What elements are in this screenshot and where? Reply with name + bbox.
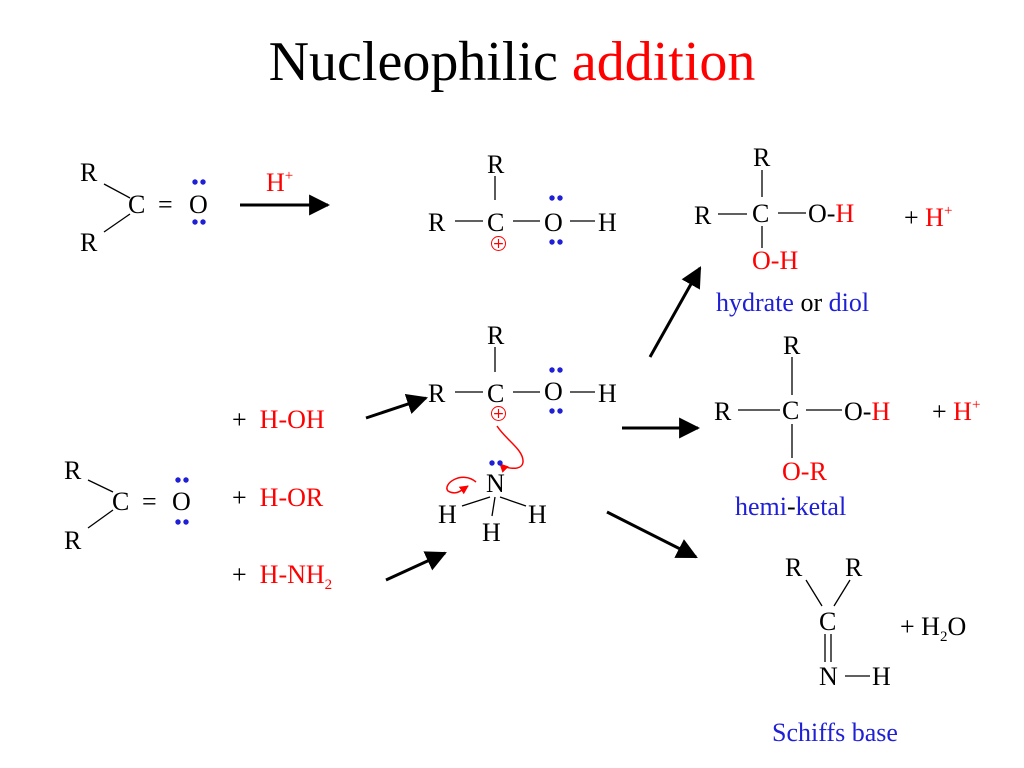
schiff-hydrogen: H bbox=[872, 662, 891, 691]
hydrate-proton: + H+ bbox=[904, 203, 953, 232]
cation2-carbon: C bbox=[487, 379, 505, 408]
ketone1-double-bond: = bbox=[158, 190, 173, 219]
hemiketal-proton: + H+ bbox=[932, 397, 981, 426]
ketone1-oxygen: O bbox=[189, 190, 208, 219]
hydrate-hydroxyl-right: O-H bbox=[808, 199, 855, 228]
ketone2-r-bottom: R bbox=[64, 526, 82, 555]
ammonia-h-bottom: H bbox=[482, 518, 501, 547]
cation1-r-left: R bbox=[428, 208, 446, 237]
schiff-nitrogen: N bbox=[819, 662, 838, 691]
cation1-hydrogen: H bbox=[598, 208, 617, 237]
cation2-r-top: R bbox=[487, 321, 505, 350]
ketone1-carbon: C bbox=[128, 190, 146, 219]
cation1-carbon: C bbox=[487, 208, 505, 237]
cation2-oxygen: O bbox=[544, 377, 563, 406]
acid-catalyst: H+ bbox=[266, 168, 294, 197]
ammonia-h-left: H bbox=[438, 500, 457, 529]
hemiketal-carbon: C bbox=[782, 396, 800, 425]
ammonia-nitrogen: N bbox=[486, 469, 505, 498]
cation2-r-left: R bbox=[428, 379, 446, 408]
cation1-oxygen: O bbox=[544, 208, 563, 237]
cation1-positive-charge: + bbox=[491, 236, 506, 252]
schiff-carbon: C bbox=[819, 607, 837, 636]
cation2-positive-charge: + bbox=[491, 406, 506, 422]
hemiketal-r-top: R bbox=[783, 331, 801, 360]
reagent-water: + H-OH bbox=[232, 405, 325, 434]
hemiketal-label: hemi-ketal bbox=[735, 492, 847, 521]
reagent-amine: + H-NH2 bbox=[232, 560, 333, 593]
schiff-label: Schiffs base bbox=[772, 718, 898, 747]
hydrate-carbon: C bbox=[752, 199, 770, 228]
hemiketal-r-left: R bbox=[714, 397, 732, 426]
hemiketal-alkoxy: O-R bbox=[782, 457, 827, 486]
cation1-r-top: R bbox=[487, 150, 505, 179]
ketone2-carbon: C bbox=[112, 487, 130, 516]
ketone2-double-bond: = bbox=[142, 487, 157, 516]
reagent-alcohol: + H-OR bbox=[232, 483, 324, 512]
hydrate-label: hydrate or diol bbox=[716, 288, 870, 317]
ammonia-h-right: H bbox=[528, 500, 547, 529]
hemiketal-hydroxyl: O-H bbox=[844, 397, 891, 426]
hydrate-r-top: R bbox=[753, 143, 771, 172]
slide-title: Nucleophilic addition bbox=[0, 34, 1024, 90]
ketone1-r-bottom: R bbox=[80, 228, 98, 257]
schiff-r-left: R bbox=[785, 553, 803, 582]
cation2-hydrogen: H bbox=[598, 379, 617, 408]
ketone2-r-top: R bbox=[64, 456, 82, 485]
hydrate-r-left: R bbox=[694, 201, 712, 230]
title-part2: addition bbox=[571, 31, 756, 93]
hydrate-hydroxyl-bottom: O-H bbox=[752, 246, 799, 275]
ketone1-r-top: R bbox=[80, 158, 98, 187]
schiff-water: + H2O bbox=[900, 612, 967, 645]
schiff-r-right: R bbox=[845, 553, 863, 582]
title-part1: Nucleophilic bbox=[268, 31, 558, 93]
ketone2-oxygen: O bbox=[172, 487, 191, 516]
